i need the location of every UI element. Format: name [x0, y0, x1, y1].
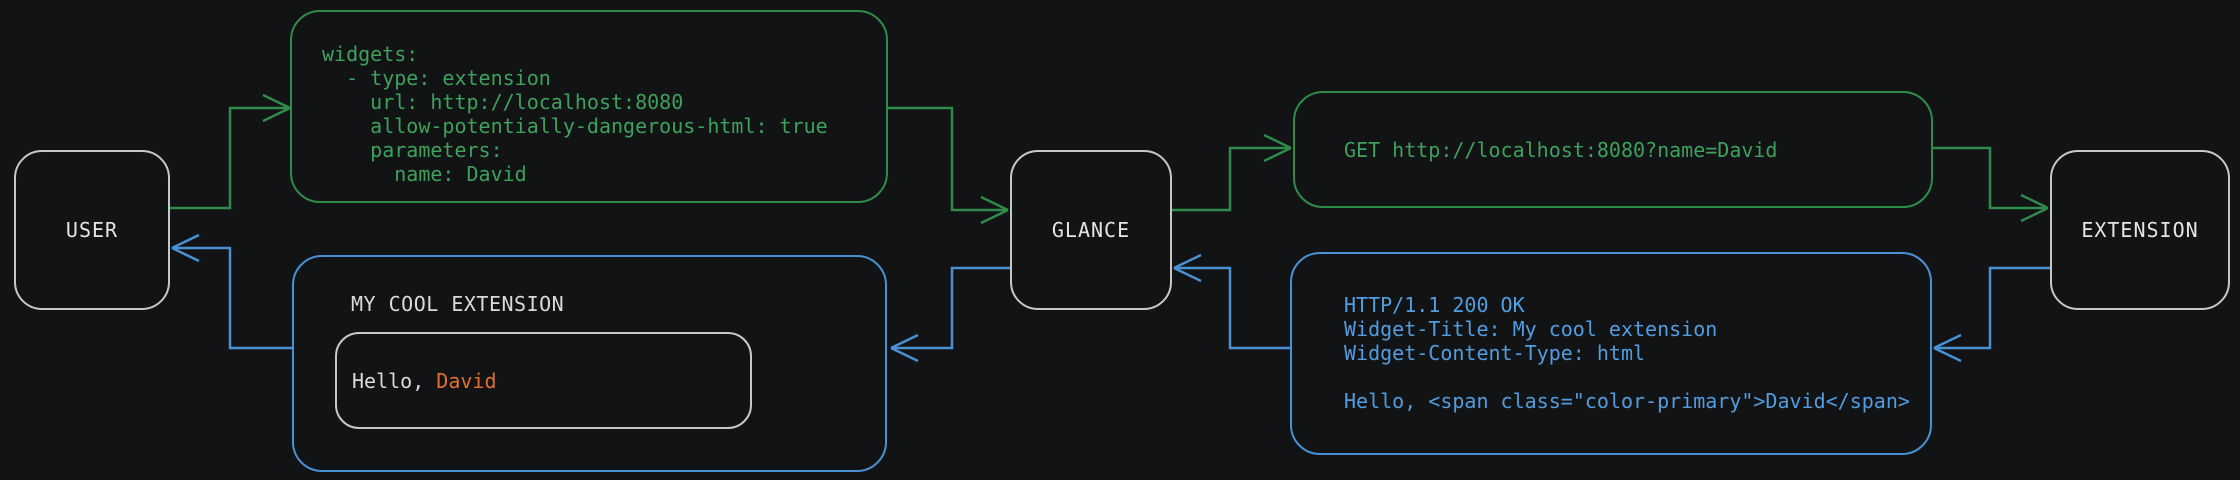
- greeting-name: David: [436, 368, 497, 393]
- config-yaml-code: widgets: - type: extension url: http://l…: [322, 42, 828, 186]
- node-user: USER: [14, 150, 170, 310]
- node-extension-label: EXTENSION: [2081, 218, 2199, 242]
- arrow-response-to-glance: [1173, 253, 1290, 350]
- rendered-widget-box: MY COOL EXTENSION Hello, David: [292, 255, 887, 472]
- arrow-request-to-extension: [1933, 146, 2049, 223]
- widget-title: MY COOL EXTENSION: [351, 292, 565, 316]
- greeting-prefix: Hello,: [352, 368, 437, 393]
- node-user-label: USER: [65, 218, 119, 242]
- widget-content-frame: Hello, David: [335, 332, 752, 429]
- http-request-box: GET http://localhost:8080?name=David: [1293, 91, 1933, 208]
- arrow-widget-to-user: [171, 233, 292, 350]
- node-glance: GLANCE: [1010, 150, 1172, 310]
- arrow-glance-to-widget: [890, 266, 1010, 363]
- arrow-user-to-config: [170, 93, 291, 210]
- config-yaml-box: widgets: - type: extension url: http://l…: [290, 10, 888, 203]
- http-response-text: HTTP/1.1 200 OK Widget-Title: My cool ex…: [1344, 293, 1910, 413]
- http-response-box: HTTP/1.1 200 OK Widget-Title: My cool ex…: [1290, 252, 1932, 455]
- arrow-config-to-glance: [888, 106, 1009, 225]
- arrow-extension-to-response: [1933, 266, 2050, 363]
- http-request-text: GET http://localhost:8080?name=David: [1344, 137, 1778, 162]
- arrow-glance-to-request: [1172, 133, 1292, 212]
- node-extension: EXTENSION: [2050, 150, 2230, 310]
- node-glance-label: GLANCE: [1051, 218, 1131, 242]
